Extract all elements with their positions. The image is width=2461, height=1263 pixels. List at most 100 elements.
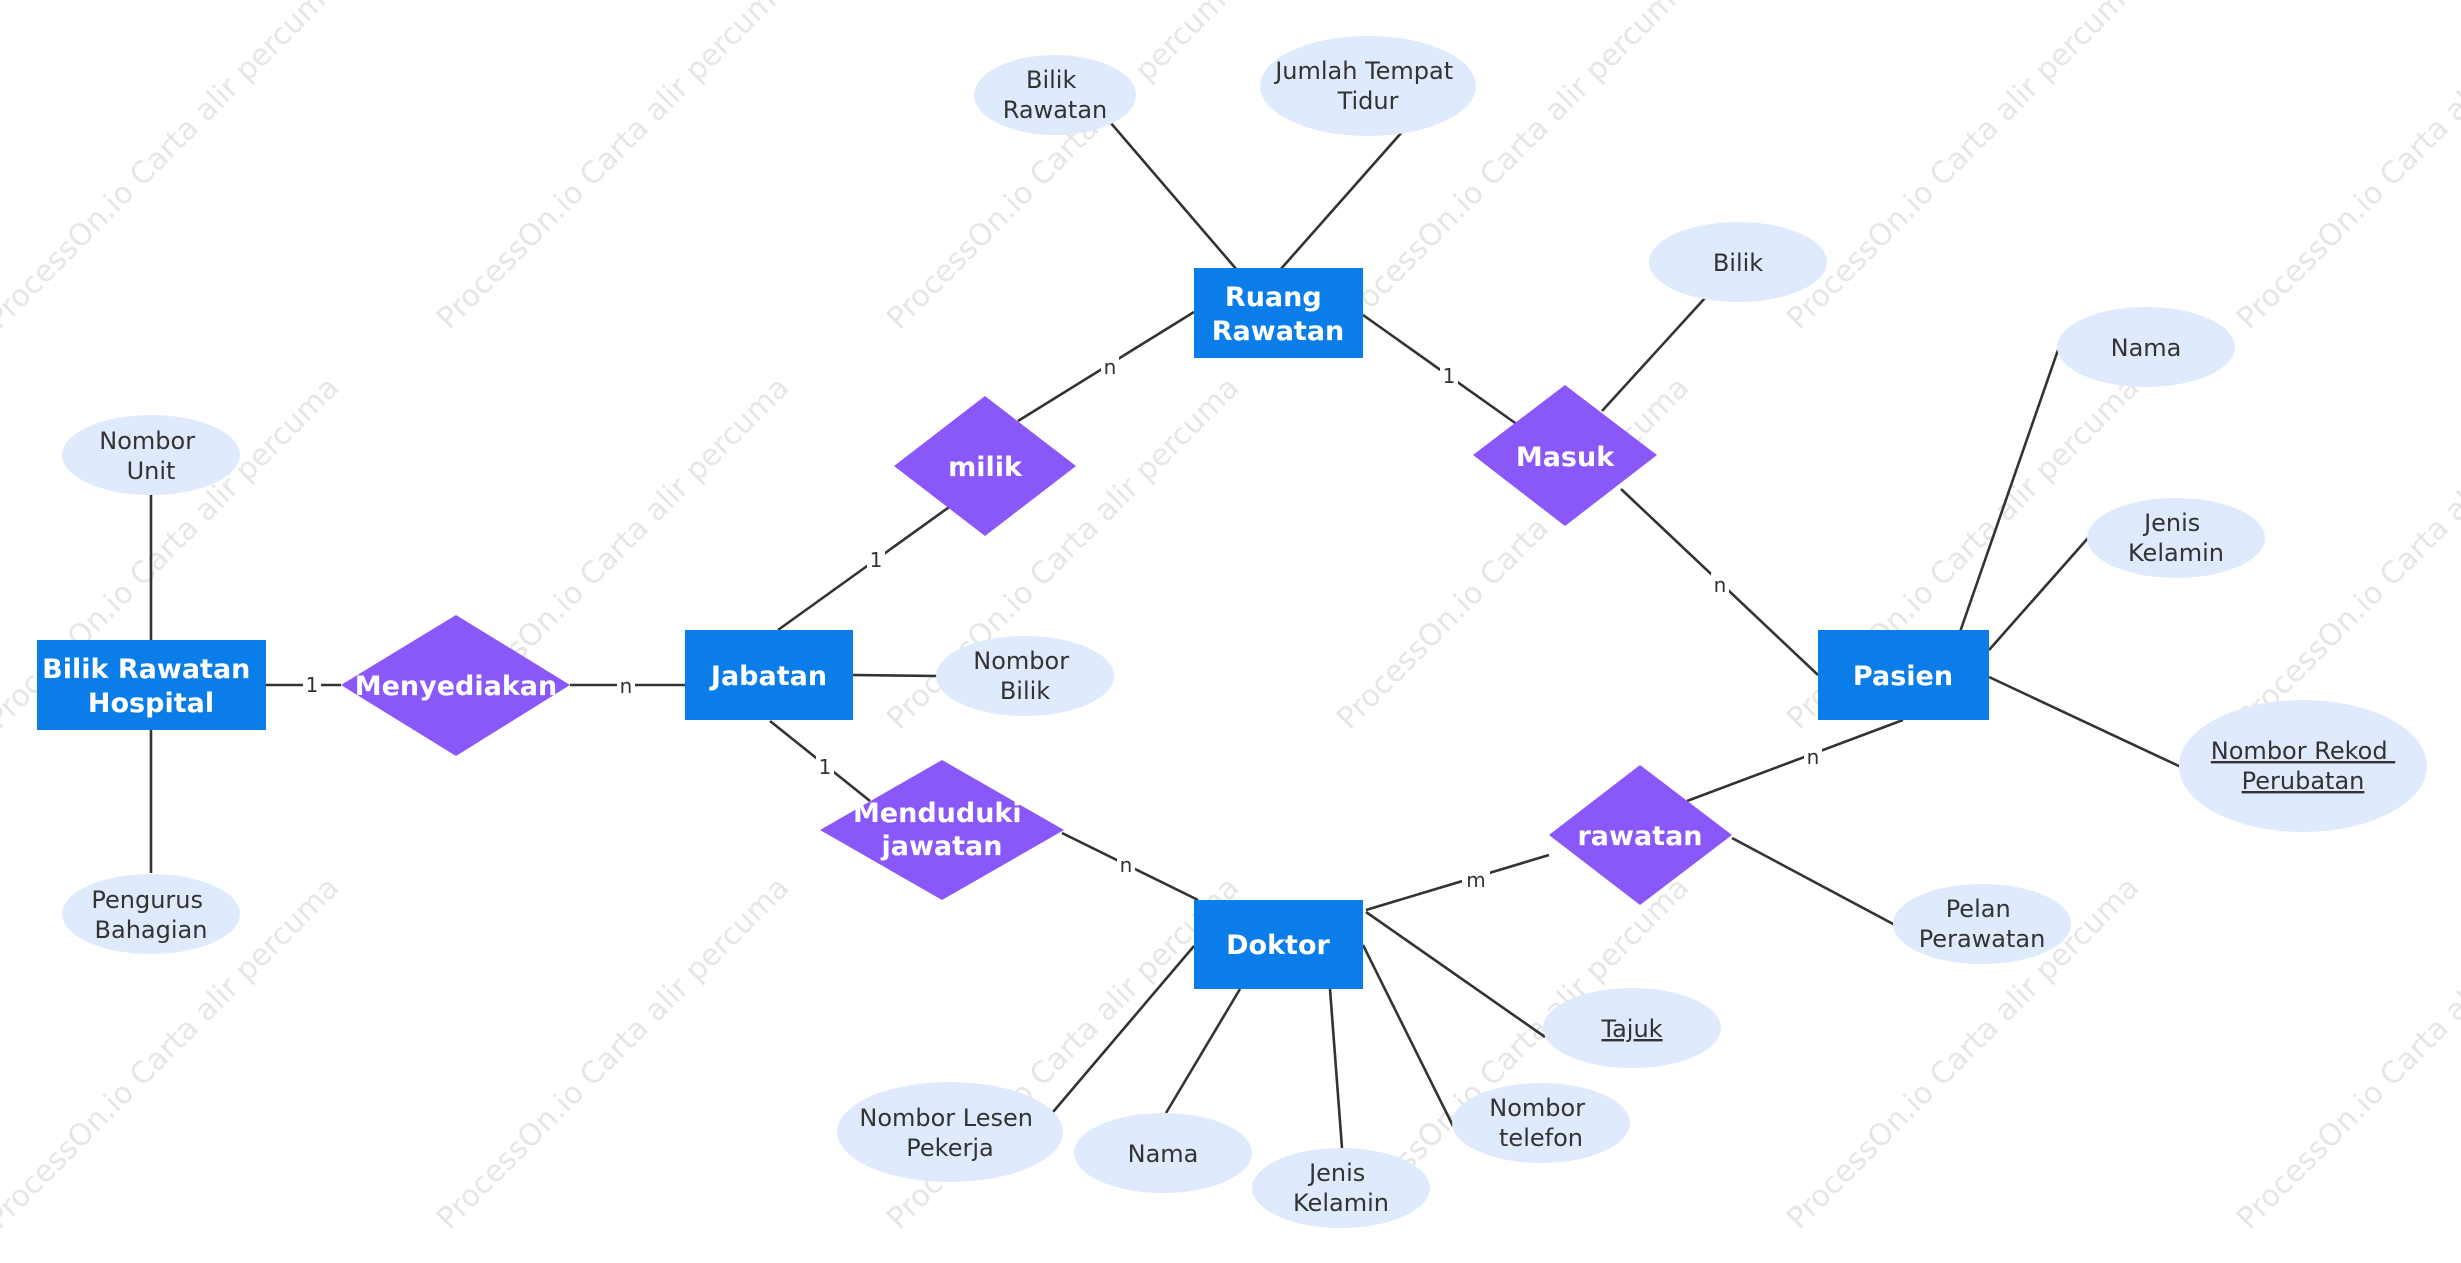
attribute-nombor-bilik[interactable]: Nombor Bilik <box>936 636 1114 716</box>
svg-text:n: n <box>620 674 633 698</box>
relationship-menyediakan[interactable]: Menyediakan <box>341 615 570 756</box>
cardinality-jabatan-menduduki: 1 <box>816 755 834 779</box>
entity-jabatan[interactable]: Jabatan <box>685 630 853 720</box>
relationship-menduduki-jawatan[interactable]: Menduduki jawatan <box>820 760 1064 900</box>
svg-text:1: 1 <box>306 673 319 697</box>
svg-text:milik: milik <box>948 452 1023 483</box>
cardinality-jabatan-milik: 1 <box>867 548 885 572</box>
svg-text:rawatan: rawatan <box>1577 821 1702 852</box>
svg-text:n: n <box>1120 853 1133 877</box>
svg-text:Pengurus Bahagian: Pengurus Bahagian <box>91 886 210 944</box>
line-doktor-nama <box>1164 988 1242 1114</box>
svg-text:Nombor Lesen Pekerja: Nombor Lesen Pekerja <box>859 1104 1040 1162</box>
svg-text:1: 1 <box>1443 364 1456 388</box>
watermark-text: ProcessOn.io Carta alir percuma <box>2230 0 2461 336</box>
watermark-text: ProcessOn.io Carta alir percuma <box>2230 370 2461 736</box>
attribute-bilik-rawatan[interactable]: Bilik Rawatan <box>974 55 1136 135</box>
attribute-tajuk[interactable]: Tajuk <box>1543 988 1721 1068</box>
relationship-masuk[interactable]: Masuk <box>1473 385 1657 526</box>
watermark-text: ProcessOn.io Carta alir percuma <box>1780 0 2146 336</box>
attribute-bilik[interactable]: Bilik <box>1649 222 1827 302</box>
watermark-text: ProcessOn.io Carta alir percuma <box>0 0 346 336</box>
entity-bilik-rawatan-hospital[interactable]: Bilik Rawatan Hospital <box>37 640 266 730</box>
attributes: Nombor Unit Pengurus Bahagian Nombor Bil… <box>62 36 2427 1228</box>
entity-doktor[interactable]: Doktor <box>1194 900 1363 989</box>
entity-pasien[interactable]: Pasien <box>1818 630 1989 720</box>
line-doktor-nombor-lesen <box>1052 945 1195 1113</box>
cardinality-labels: 1 n 1 n 1 n 1 n <box>303 355 1822 892</box>
attribute-nombor-unit[interactable]: Nombor Unit <box>62 415 240 495</box>
svg-text:Nama: Nama <box>2111 334 2182 362</box>
svg-text:Pelan Perawatan: Pelan Perawatan <box>1919 895 2046 953</box>
svg-text:Bilik: Bilik <box>1713 249 1763 277</box>
svg-text:m: m <box>1466 868 1485 892</box>
relationships: Menyediakan milik Masuk Menduduki jawata… <box>341 385 1732 905</box>
svg-text:Jenis Kelamin: Jenis Kelamin <box>2128 509 2224 567</box>
line-pasien-rawatan <box>1686 718 1904 803</box>
svg-text:1: 1 <box>819 755 832 779</box>
attribute-nombor-lesen-pekerja[interactable]: Nombor Lesen Pekerja <box>837 1082 1063 1182</box>
cardinality-doktor-rawatan: m <box>1462 868 1490 892</box>
line-doktor-tajuk <box>1365 910 1546 1039</box>
watermark-text: ProcessOn.io Carta alir percuma <box>430 870 796 1236</box>
svg-text:Nombor telefon: Nombor telefon <box>1489 1094 1592 1152</box>
svg-text:Masuk: Masuk <box>1516 442 1615 473</box>
attribute-pasien-jenis-kelamin[interactable]: Jenis Kelamin <box>2087 498 2265 578</box>
line-jabatan-milik <box>777 503 953 632</box>
line-doktor-nombor-telefon <box>1361 944 1455 1127</box>
attribute-pengurus-bahagian[interactable]: Pengurus Bahagian <box>62 874 240 954</box>
line-pasien-nombor-rekod <box>1988 675 2182 769</box>
cardinality-masuk-pasien: n <box>1711 573 1729 597</box>
line-ruang-bilik-rawatan <box>1109 121 1238 271</box>
relationship-rawatan[interactable]: rawatan <box>1549 765 1732 905</box>
svg-text:Nombor Unit: Nombor Unit <box>99 427 202 485</box>
svg-text:n: n <box>1104 355 1117 379</box>
svg-text:Jumlah Tempat Tidur: Jumlah Tempat Tidur <box>1273 57 1461 115</box>
svg-text:1: 1 <box>870 548 883 572</box>
svg-text:Menyediakan: Menyediakan <box>355 671 558 702</box>
svg-text:n: n <box>1807 745 1820 769</box>
cardinality-menyediakan-jabatan: n <box>617 673 635 698</box>
svg-text:Doktor: Doktor <box>1226 930 1330 961</box>
cardinality-milik-ruang: n <box>1101 355 1119 380</box>
watermark-text: ProcessOn.io Carta alir percuma <box>2230 870 2461 1236</box>
line-rawatan-pelan <box>1731 836 1896 927</box>
svg-text:n: n <box>1714 573 1727 597</box>
cardinality-bilik-menyediakan: 1 <box>303 673 321 697</box>
attribute-jumlah-tempat-tidur[interactable]: Jumlah Tempat Tidur <box>1260 36 1476 136</box>
attribute-nombor-telefon[interactable]: Nombor telefon <box>1452 1083 1630 1163</box>
svg-text:Ruang Rawatan: Ruang Rawatan <box>1212 282 1345 347</box>
svg-text:Nombor Bilik: Nombor Bilik <box>973 647 1076 705</box>
connectors <box>149 121 2182 1149</box>
svg-text:Jenis Kelamin: Jenis Kelamin <box>1293 1159 1389 1217</box>
entity-ruang-rawatan[interactable]: Ruang Rawatan <box>1194 268 1363 358</box>
line-pasien-nama <box>1958 349 2060 633</box>
line-doktor-rawatan <box>1365 853 1550 912</box>
attribute-nombor-rekod-perubatan[interactable]: Nombor Rekod Perubatan <box>2179 700 2427 832</box>
attribute-pasien-nama[interactable]: Nama <box>2057 307 2235 387</box>
svg-text:Pasien: Pasien <box>1853 661 1953 692</box>
svg-text:Nombor Rekod Perubatan: Nombor Rekod Perubatan <box>2211 737 2395 795</box>
cardinality-menduduki-doktor: n <box>1117 853 1135 877</box>
svg-text:Bilik Rawatan: Bilik Rawatan <box>1003 66 1108 124</box>
cardinality-ruang-masuk: 1 <box>1440 364 1458 388</box>
attribute-doktor-nama[interactable]: Nama <box>1074 1113 1252 1193</box>
svg-text:Bilik Rawatan Hospital: Bilik Rawatan Hospital <box>42 654 260 719</box>
watermark-text: ProcessOn.io Carta alir percuma <box>430 0 796 336</box>
line-masuk-bilik <box>1601 297 1706 412</box>
svg-text:Jabatan: Jabatan <box>709 661 827 692</box>
relationship-milik[interactable]: milik <box>894 396 1076 536</box>
svg-text:Menduduki jawatan: Menduduki jawatan <box>853 798 1031 862</box>
watermark-text: ProcessOn.io Carta alir percuma <box>880 0 1246 336</box>
svg-text:Tajuk: Tajuk <box>1600 1015 1662 1043</box>
line-ruang-jumlah-tempat <box>1279 131 1403 271</box>
attribute-pelan-perawatan[interactable]: Pelan Perawatan <box>1893 884 2071 964</box>
line-jabatan-nombor-bilik <box>852 673 939 678</box>
cardinality-rawatan-pasien: n <box>1804 745 1822 769</box>
line-doktor-jenis-kelamin <box>1328 988 1344 1149</box>
attribute-doktor-jenis-kelamin[interactable]: Jenis Kelamin <box>1252 1148 1430 1228</box>
line-pasien-jenis-kelamin <box>1988 537 2089 651</box>
